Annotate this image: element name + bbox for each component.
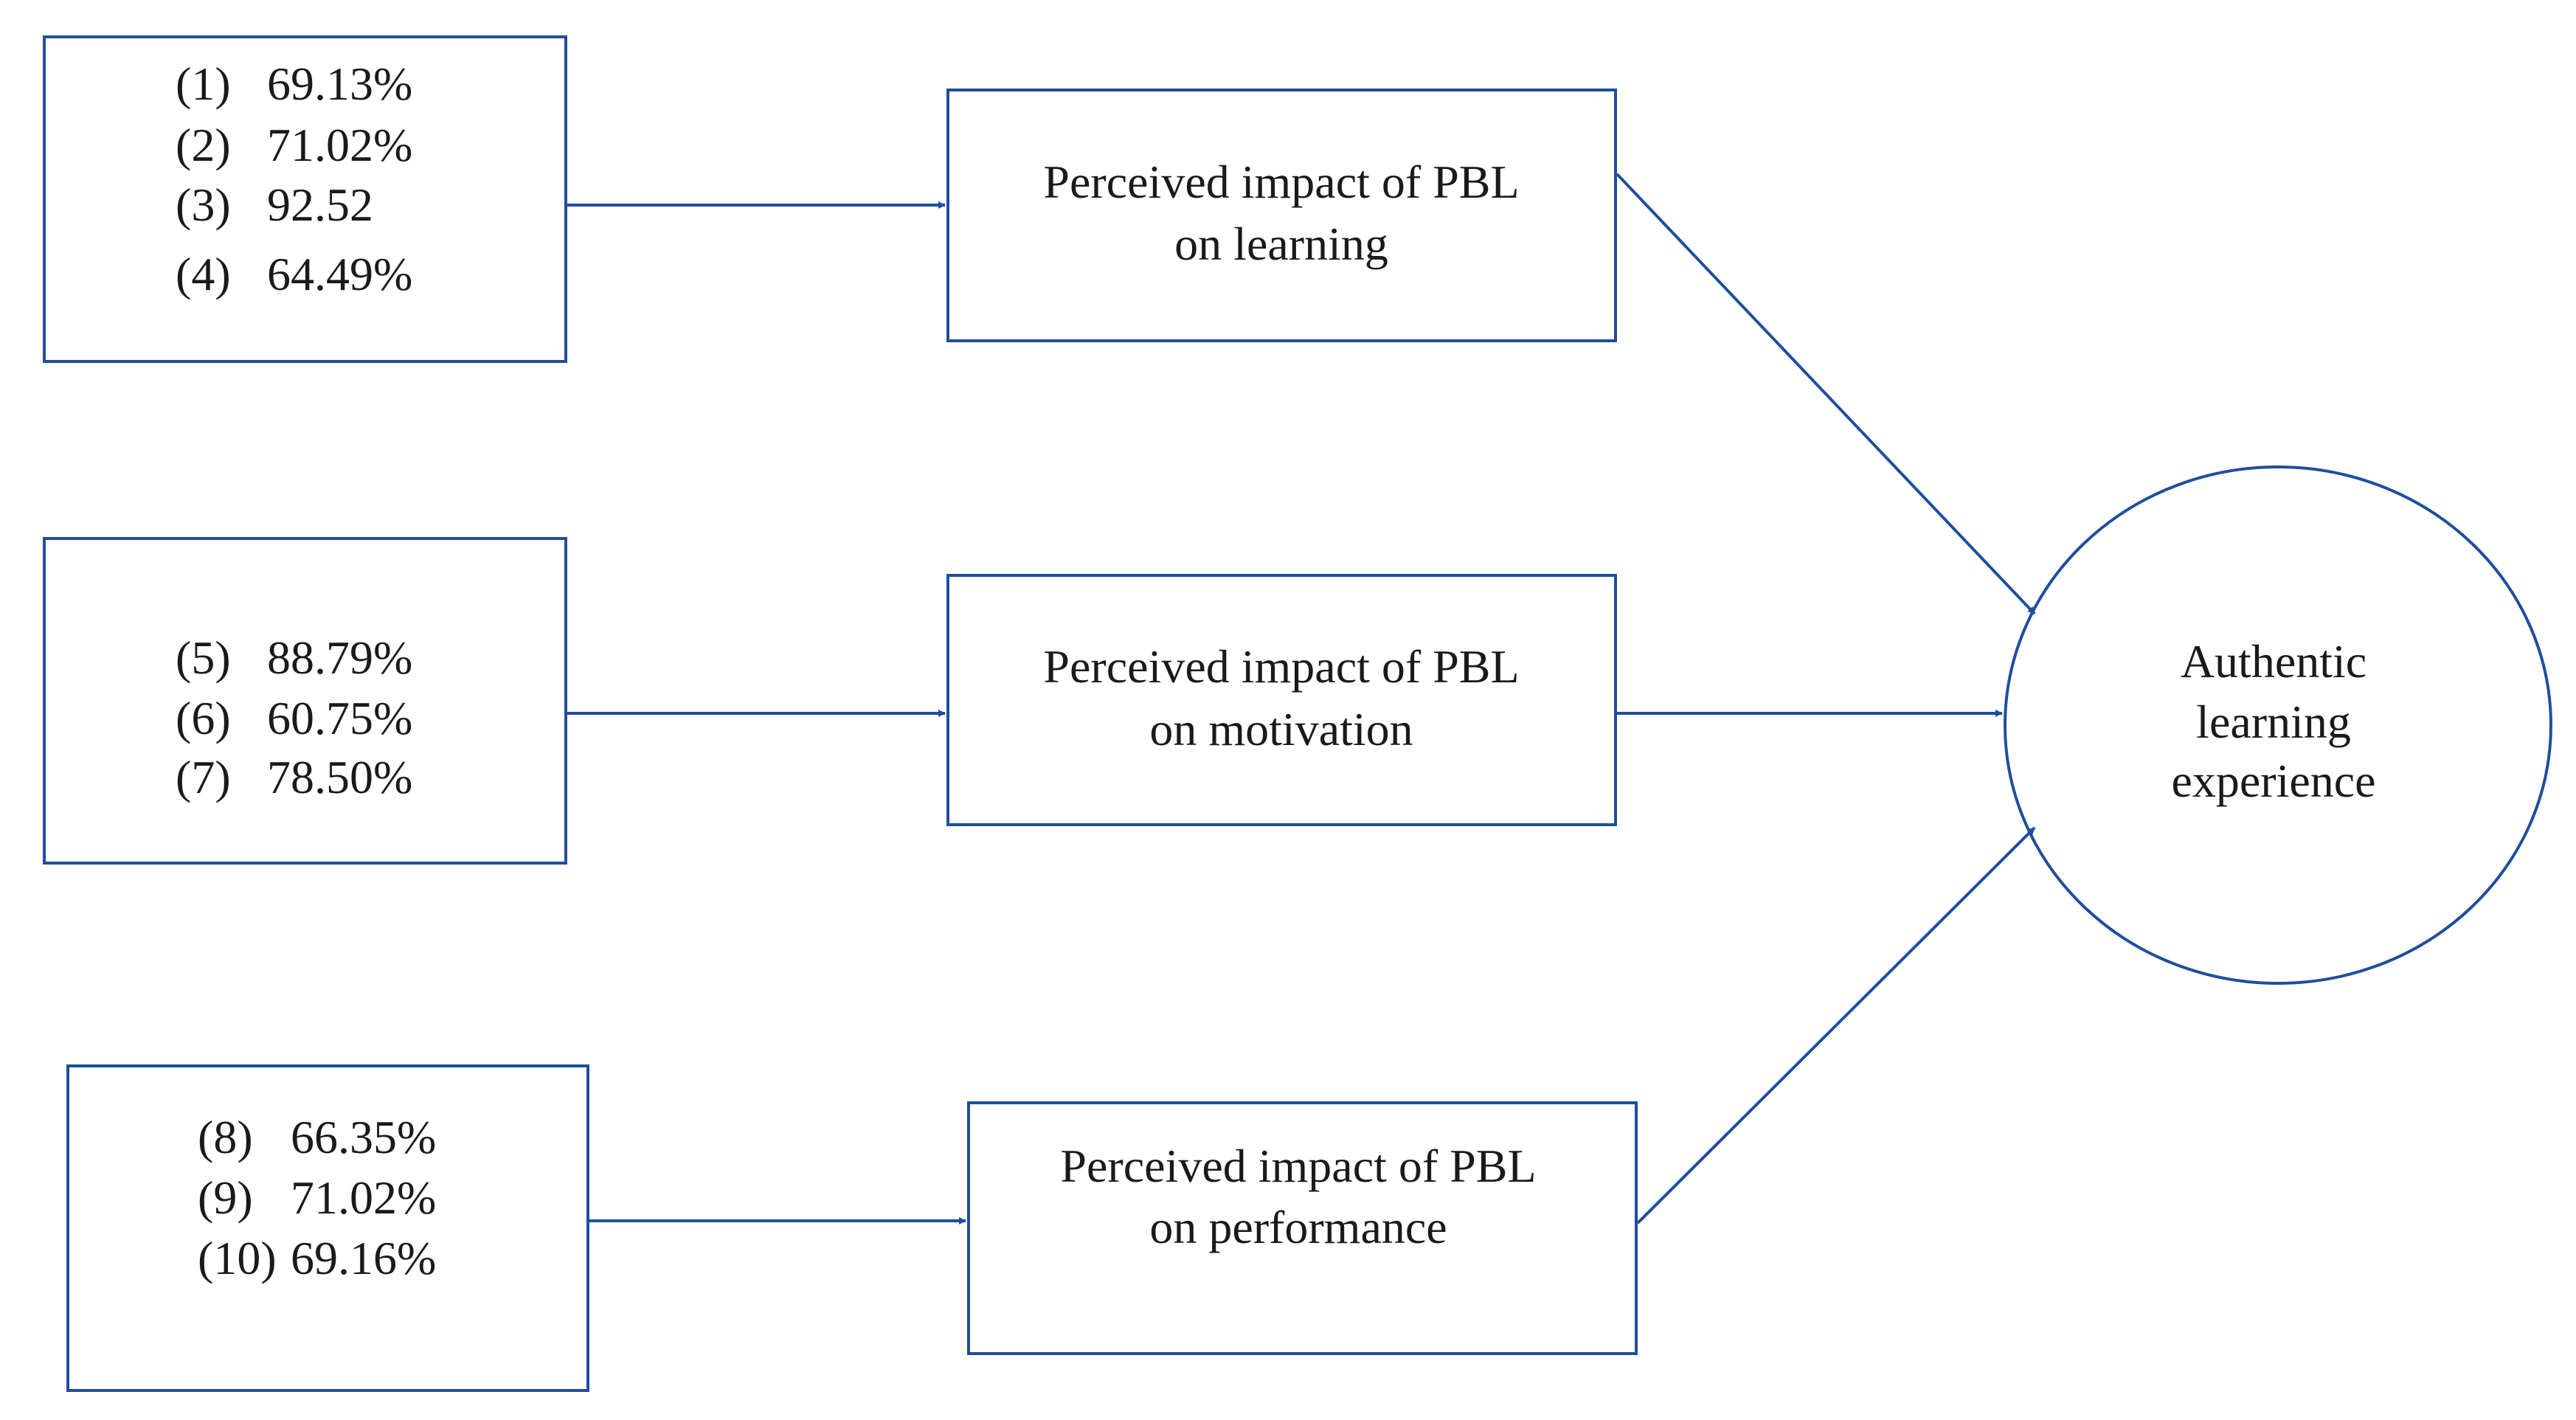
indicator-9-number: (9) [198,1171,253,1224]
construct-learning-line2: on learning [1174,218,1388,270]
construct-performance-line1: Perceived impact of PBL [1060,1140,1536,1192]
outcome-line2: learning [2196,696,2351,748]
indicator-box-3: (8) 66.35% (9) 71.02% (10) 69.16% [66,1064,589,1392]
indicator-10-number: (10) [198,1232,277,1284]
arrow-learning-to-outcome [1616,173,2036,615]
construct-box-performance: Perceived impact of PBL on performance [967,1101,1638,1355]
indicator-5-number: (5) [176,631,231,684]
indicator-9-value: 71.02% [291,1171,436,1224]
construct-performance-line2: on performance [1149,1201,1447,1253]
indicator-3-number: (3) [176,179,231,231]
construct-motivation-line2: on motivation [1149,703,1413,755]
indicator-box-1: (1) 69.13% (2) 71.02% (3) 92.52 (4) 64.4… [43,35,567,363]
construct-motivation-line1: Perceived impact of PBL [1043,640,1519,693]
indicator-8-number: (8) [198,1111,253,1163]
indicator-5-value: 88.79% [267,631,412,684]
arrow-performance-to-outcome [1636,826,2036,1225]
indicator-2-number: (2) [176,119,231,171]
indicator-2-value: 71.02% [267,119,412,171]
indicator-6-value: 60.75% [267,692,412,744]
construct-learning-line1: Perceived impact of PBL [1043,156,1519,208]
indicator-7-number: (7) [176,751,231,803]
indicator-10-value: 69.16% [291,1232,436,1284]
indicator-3-value: 92.52 [267,179,373,231]
indicator-4-value: 64.49% [267,248,412,300]
construct-box-motivation: Perceived impact of PBL on motivation [946,574,1617,826]
indicator-1-number: (1) [176,58,231,110]
indicator-box-2: (5) 88.79% (6) 60.75% (7) 78.50% [43,537,567,865]
indicator-1-value: 69.13% [267,58,412,110]
indicator-6-number: (6) [176,692,231,744]
indicator-4-number: (4) [176,248,231,300]
indicator-8-value: 66.35% [291,1111,436,1163]
indicator-7-value: 78.50% [267,751,412,803]
outcome-circle: Authentic learning experience [2004,465,2552,985]
outcome-line1: Authentic [2181,635,2366,688]
outcome-line3: experience [2171,755,2375,807]
construct-box-learning: Perceived impact of PBL on learning [946,89,1617,342]
